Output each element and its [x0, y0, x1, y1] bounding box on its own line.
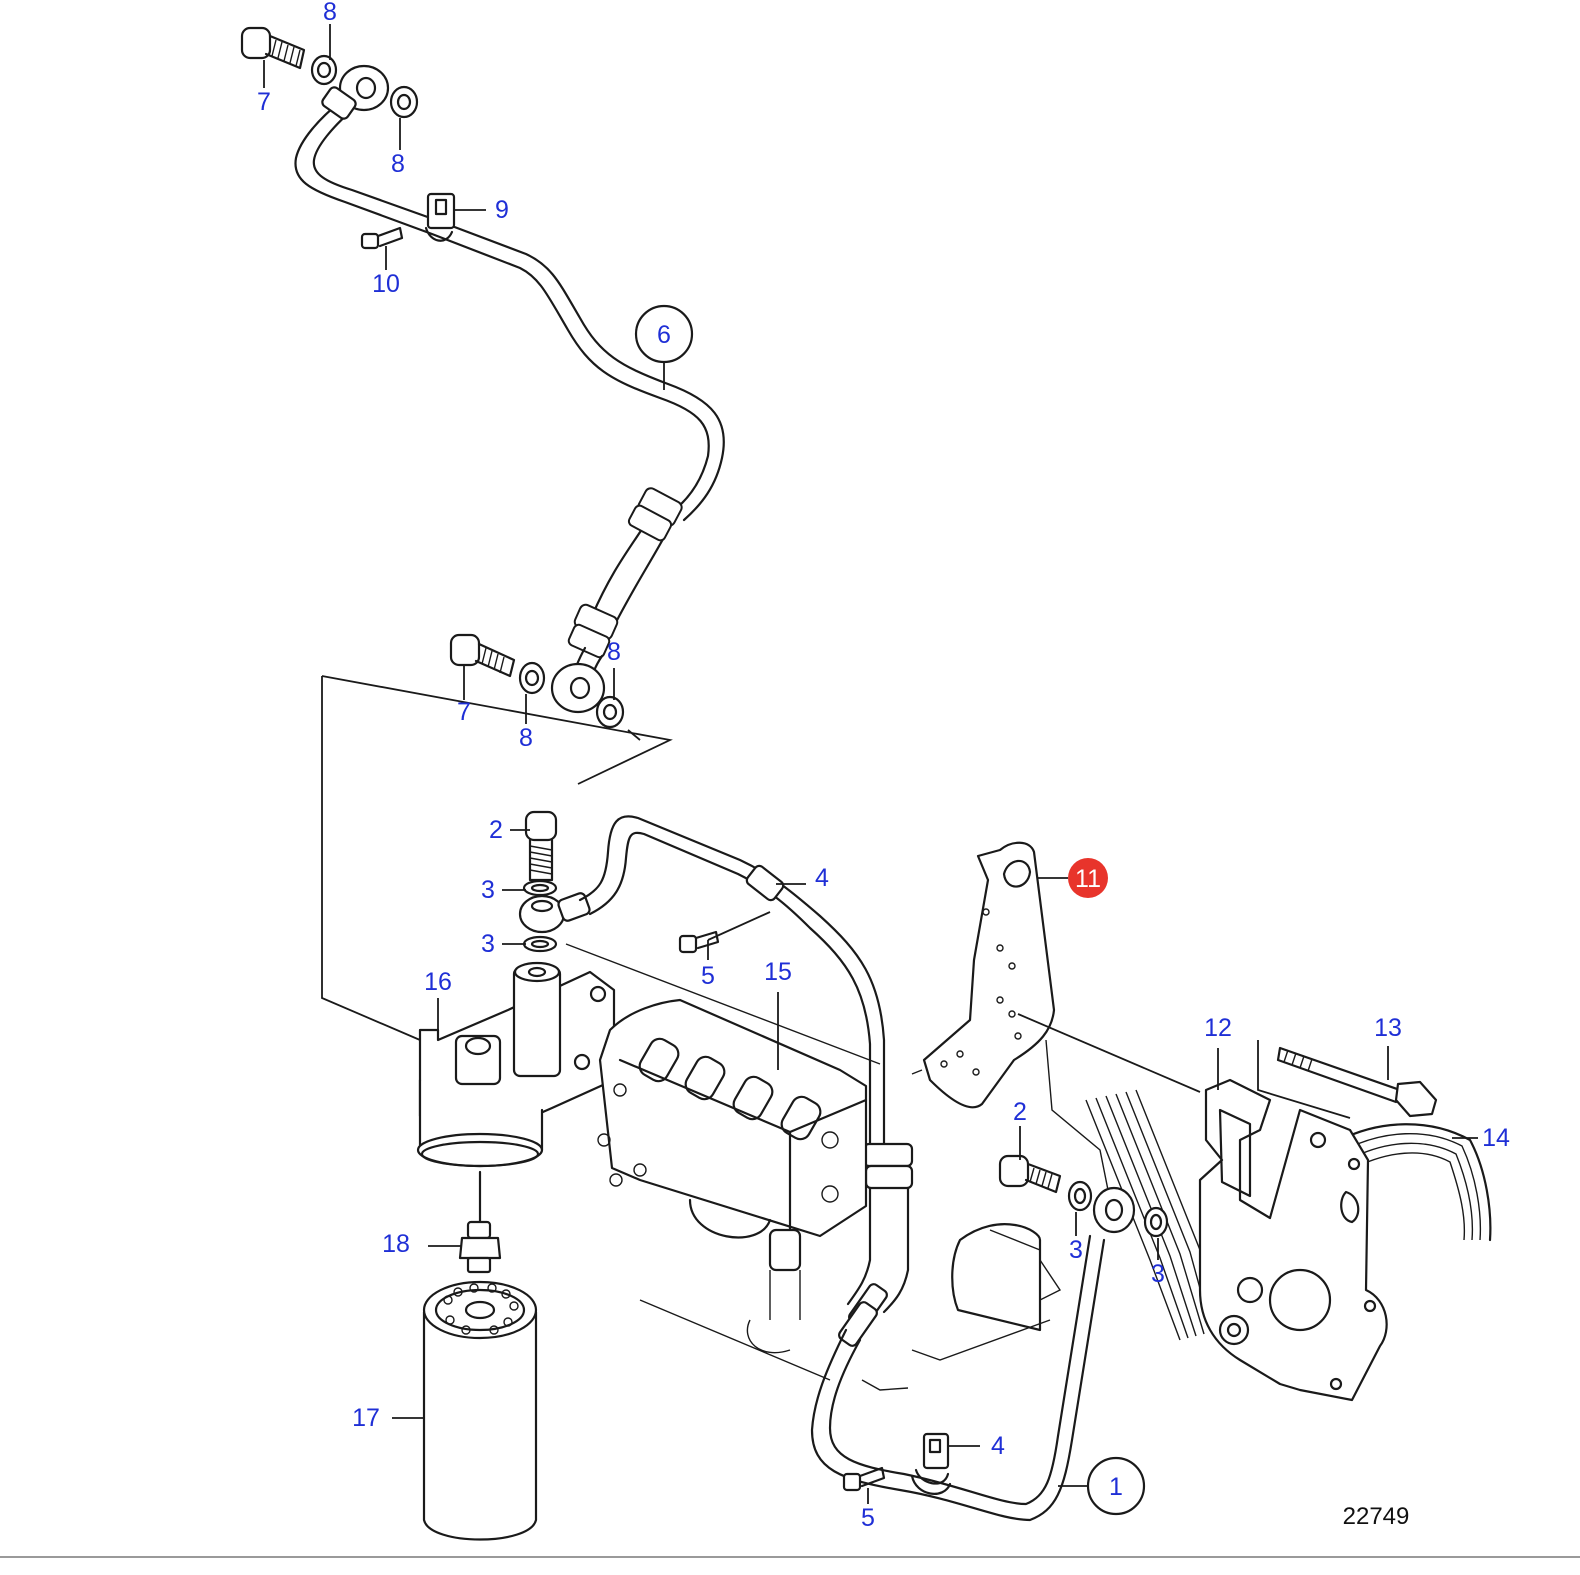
- leader-lines: [263, 24, 1478, 1504]
- upper-oil-pipe-6: [240, 26, 725, 729]
- banjo-bolt-2: [518, 810, 591, 953]
- assembly-reference-lines: [321, 675, 673, 1041]
- bolt-13: [1276, 1046, 1438, 1118]
- tensioner-12: [1198, 1040, 1388, 1402]
- svg-text:11: 11: [1075, 865, 1101, 893]
- callout-2-lower: 2: [1013, 1098, 1027, 1126]
- belt-14: [1338, 1123, 1492, 1242]
- diagram-reference-number: 22749: [1343, 1503, 1410, 1530]
- callout-5-lower: 5: [861, 1504, 875, 1532]
- callout-7-top: 7: [257, 88, 271, 116]
- callout-1-circled: 1: [1086, 1456, 1146, 1516]
- callout-8-top-right: 8: [391, 150, 405, 178]
- callout-13: 13: [1374, 1014, 1402, 1042]
- callout-2-upper: 2: [489, 816, 503, 844]
- filter-housing-16: [416, 961, 616, 1168]
- callout-3-upper: 3: [481, 876, 495, 904]
- callout-15: 15: [764, 958, 792, 986]
- svg-text:6: 6: [657, 321, 671, 349]
- callout-17: 17: [352, 1404, 380, 1432]
- callout-12: 12: [1204, 1014, 1232, 1042]
- callout-4-lower: 4: [991, 1432, 1005, 1460]
- oil-cooler-15: [565, 943, 909, 1391]
- bottom-divider: [0, 1556, 1580, 1558]
- callout-3-lower-right: 3: [1151, 1260, 1165, 1288]
- callout-11-highlighted: 11: [1068, 858, 1108, 898]
- callout-6-circled: 6: [634, 304, 694, 364]
- callout-8-mid-right: 8: [607, 638, 621, 666]
- callout-3-lower-left: 3: [1069, 1236, 1083, 1264]
- callout-5-upper: 5: [701, 962, 715, 990]
- oil-pipe-middle: [578, 815, 914, 1314]
- bracket-11: [911, 841, 1201, 1109]
- callout-8-top: 8: [323, 0, 337, 26]
- oil-pipe-1: [810, 1234, 1106, 1522]
- svg-text:1: 1: [1109, 1473, 1123, 1501]
- callout-8-mid: 8: [519, 724, 533, 752]
- callout-14: 14: [1482, 1124, 1510, 1152]
- callout-3-lower: 3: [481, 930, 495, 958]
- callout-10: 10: [372, 270, 400, 298]
- callout-4-upper: 4: [815, 864, 829, 892]
- callout-18: 18: [382, 1230, 410, 1258]
- engine-block-outline: [911, 1039, 1221, 1361]
- oil-filter-17: [422, 1170, 538, 1541]
- callout-16: 16: [424, 968, 452, 996]
- callout-labels: 8 7 8 9 10 6 8 7 8 2 3 3 4 5 15 16 11 12…: [257, 0, 1510, 1532]
- callout-9: 9: [495, 196, 509, 224]
- callout-7-mid: 7: [457, 698, 471, 726]
- banjo-bolt-2-lower: [998, 1154, 1169, 1238]
